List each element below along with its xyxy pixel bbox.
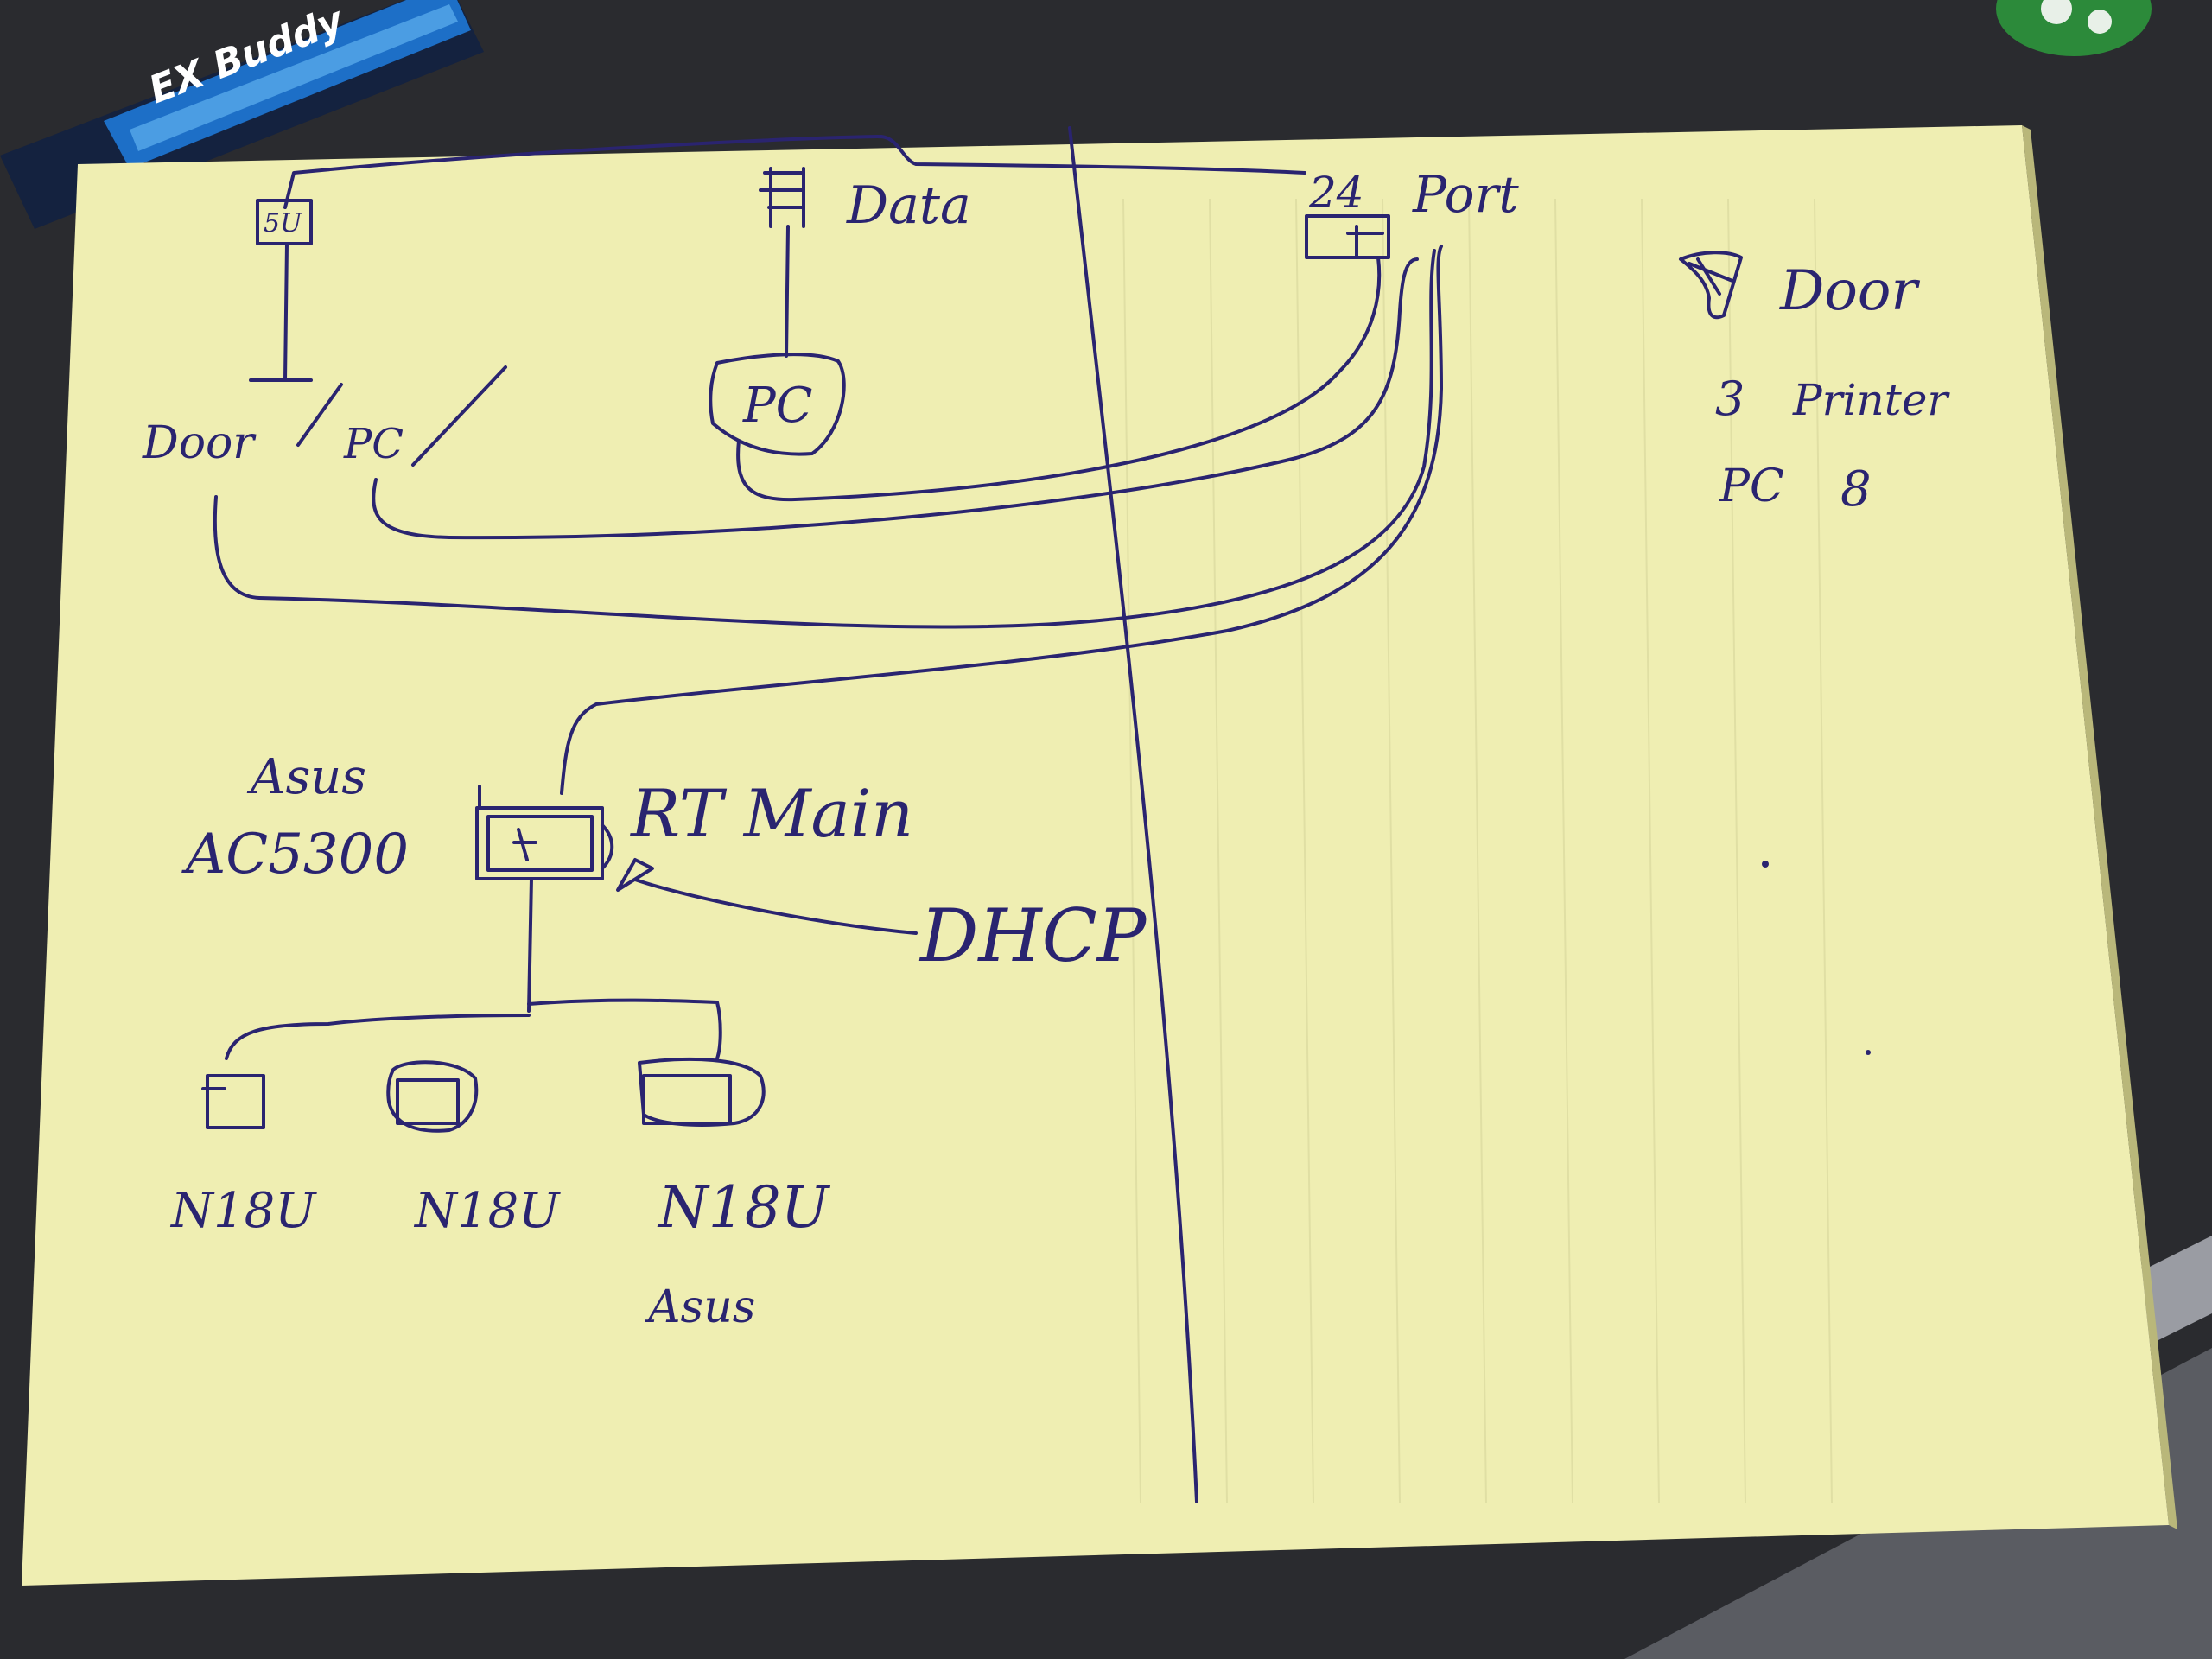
data-to-pc-line	[785, 225, 790, 358]
extender-branch-left	[225, 1014, 531, 1060]
label-extender-2: N18U	[413, 1183, 561, 1239]
dhcp-arrowhead	[616, 858, 654, 892]
label-extender-1: N18U	[169, 1183, 317, 1239]
green-object	[1996, 0, 2152, 56]
center-pc-box	[709, 353, 846, 456]
label-rt-main: RT Main	[629, 775, 913, 852]
ink-drawing	[201, 126, 1743, 1503]
slash-line-1	[296, 383, 343, 447]
label-port: Port	[1412, 165, 1519, 224]
label-door-left: Door	[142, 417, 257, 469]
label-extender-3-sub: Asus	[645, 1281, 755, 1333]
label-24: 24	[1308, 168, 1364, 218]
slash-line-2	[411, 365, 507, 467]
legend-printer-count: 3	[1715, 372, 1745, 426]
label-dhcp: DHCP	[918, 893, 1147, 978]
legend-pc: PC	[1719, 461, 1784, 512]
divider-line	[1068, 126, 1198, 1503]
router-box	[475, 806, 604, 880]
label-router-brand: Asus	[246, 749, 366, 805]
paper-dot-1	[1762, 861, 1769, 868]
label-data: Data	[846, 175, 971, 236]
router-down-line	[527, 877, 533, 1013]
router-inner-mark	[512, 828, 537, 861]
top-trunk-line	[283, 135, 1306, 209]
cable-door	[213, 249, 1436, 629]
cable-router	[560, 245, 1443, 795]
jack-5u-box	[256, 199, 313, 245]
dhcp-arrow-line	[633, 878, 918, 935]
data-jack-box	[759, 167, 805, 228]
cable-left-pc	[372, 257, 1419, 540]
jack-5u-drop	[249, 242, 313, 382]
router-inner-box	[486, 815, 594, 872]
legend-door-icon	[1679, 251, 1743, 320]
legend-door: Door	[1779, 259, 1920, 323]
paper-shadow-edge	[2022, 125, 2177, 1529]
switch-24-port-box	[1305, 214, 1390, 259]
legend-printer: Printer	[1792, 375, 1950, 425]
router-side-arrow	[601, 823, 614, 870]
extender-2-box	[386, 1060, 479, 1133]
cable-center-pc	[736, 256, 1382, 502]
label-extender-3: N18U	[657, 1174, 831, 1241]
extender-3-box	[638, 1057, 766, 1127]
switch-port-slot	[1346, 225, 1384, 259]
legend-pc-count: 8	[1840, 461, 1872, 518]
paper-dot-2	[1866, 1050, 1871, 1055]
paper-sheet	[22, 125, 2169, 1586]
extender-1-box	[201, 1074, 265, 1129]
label-5u: 5U	[264, 208, 303, 238]
label-router-model: AC5300	[181, 823, 409, 887]
extender-branch-right	[527, 998, 722, 1060]
label-pc-left: PC	[343, 420, 404, 468]
paper-grid	[1122, 198, 1833, 1504]
label-pc-center: PC	[742, 378, 813, 434]
